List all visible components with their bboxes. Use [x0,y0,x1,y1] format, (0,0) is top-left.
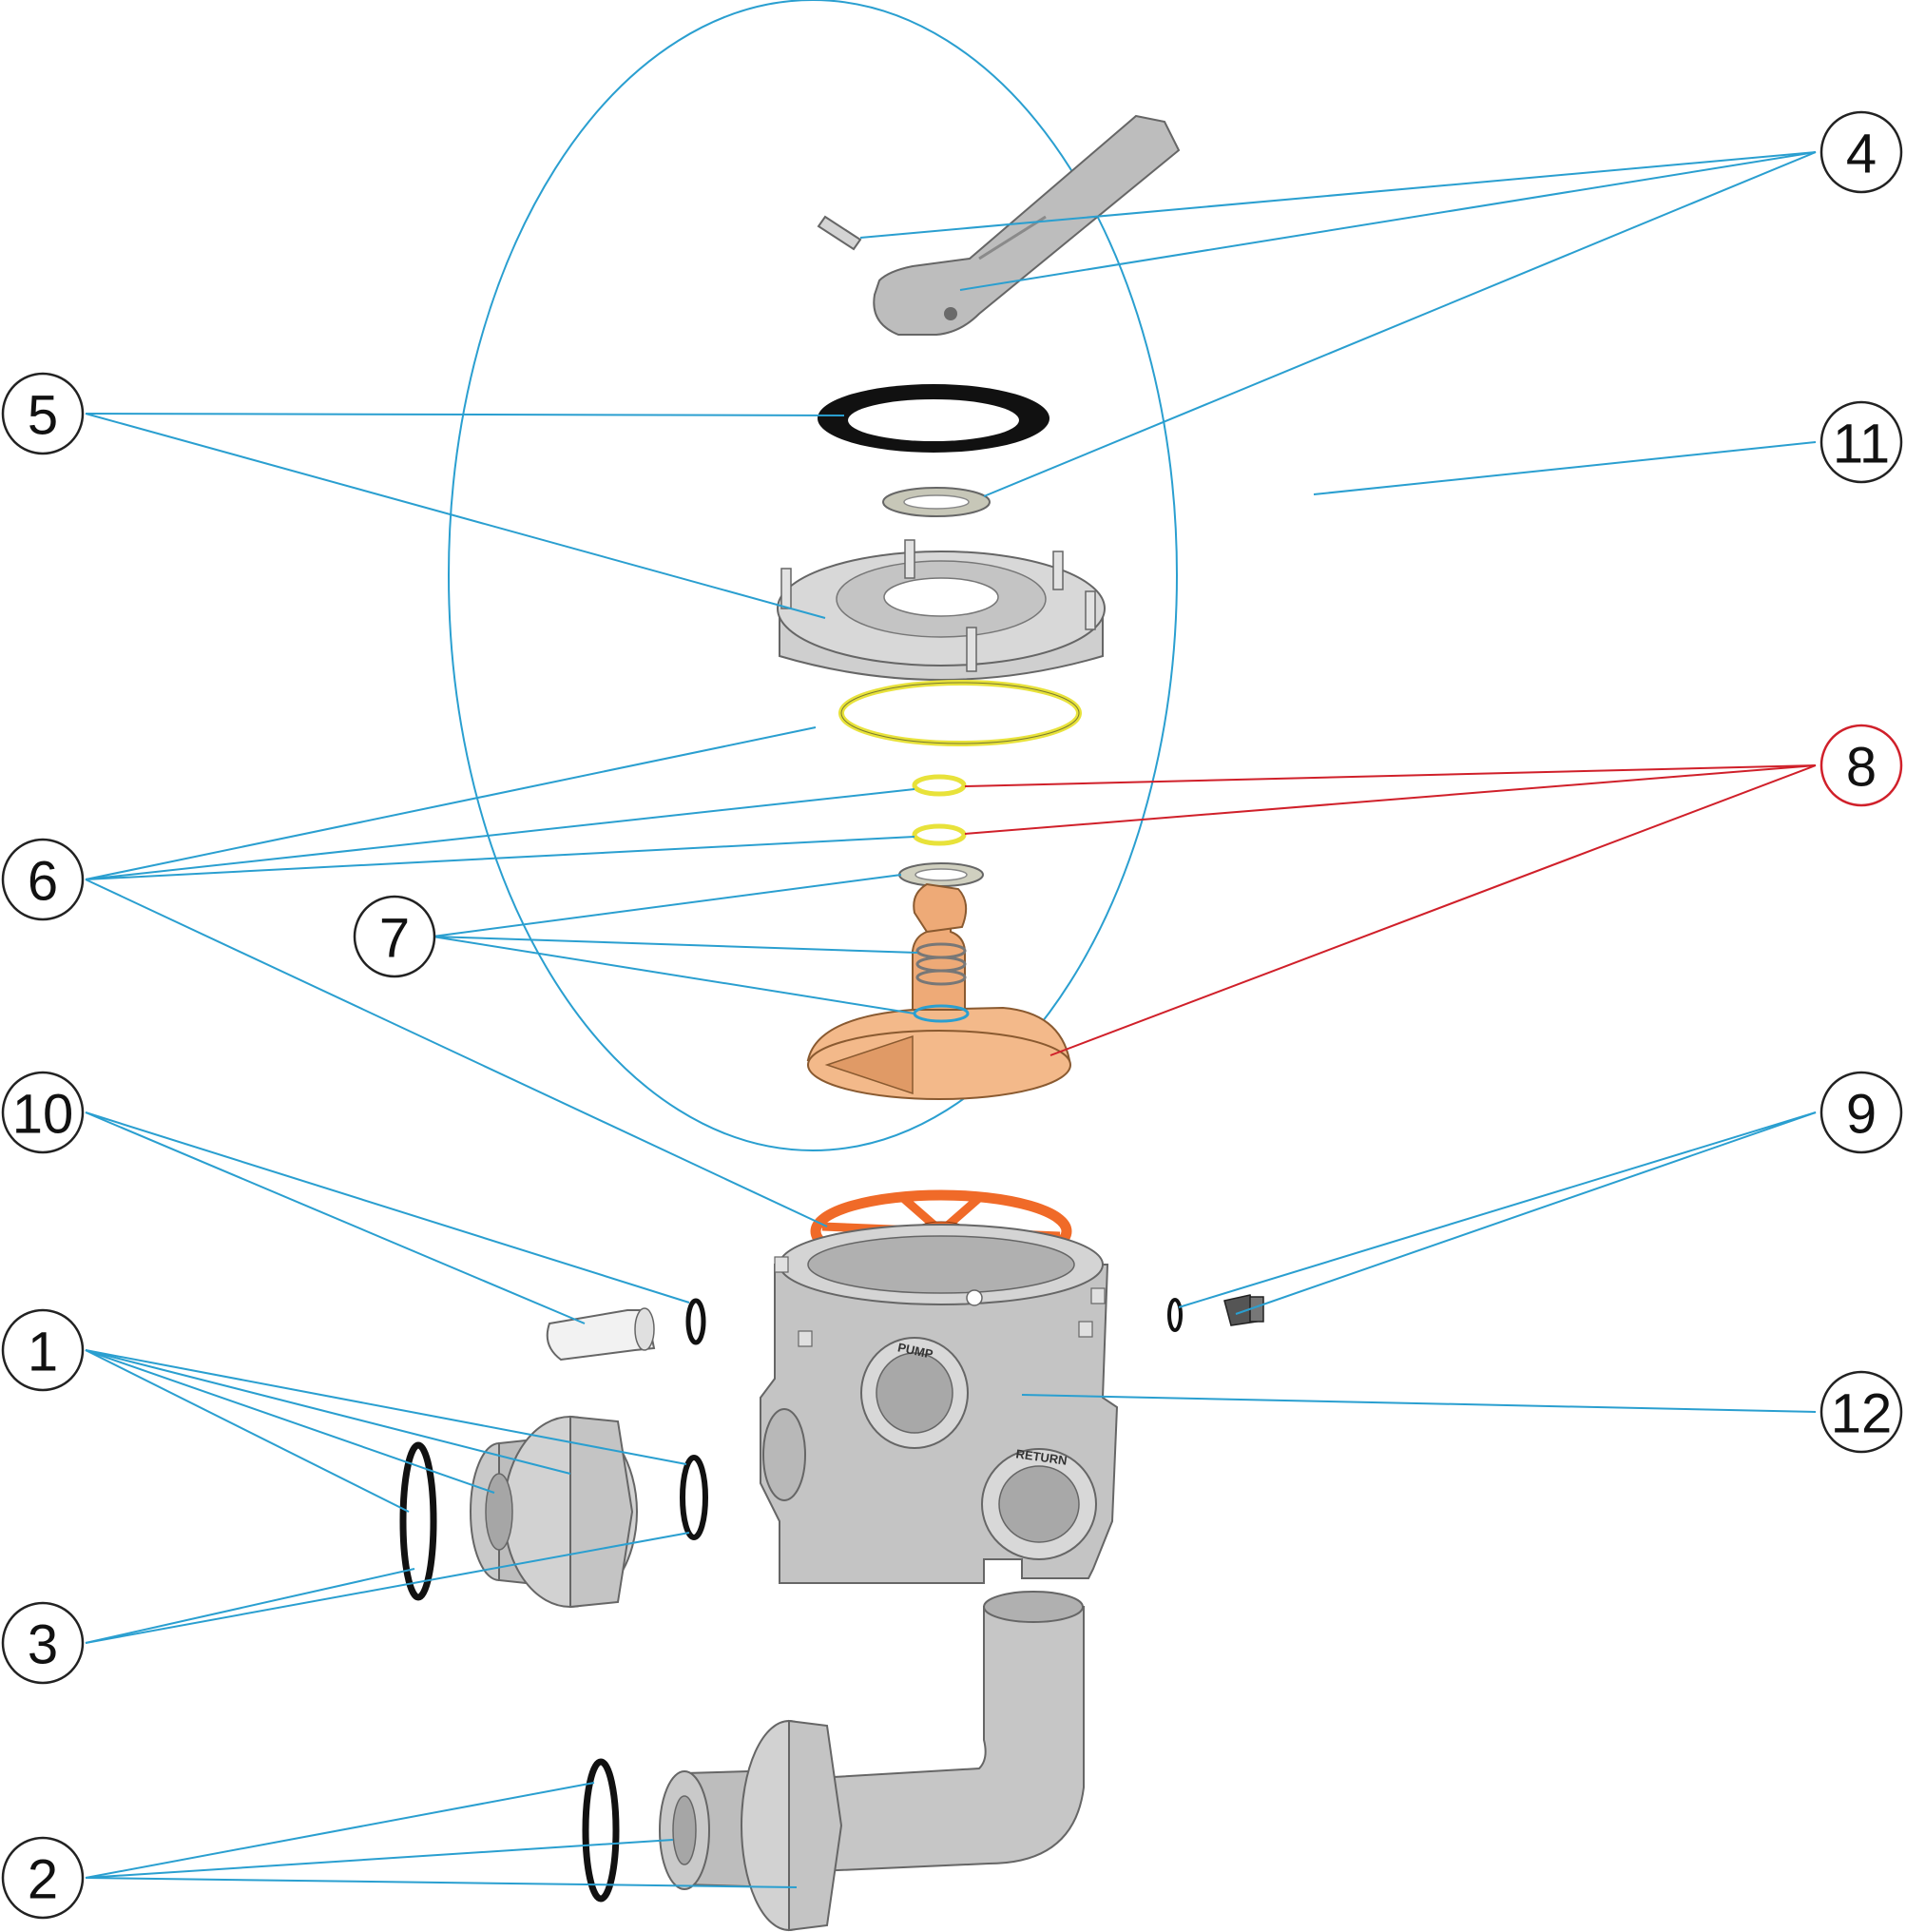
callout-3: 3 [1,1601,85,1685]
valve-rotor [806,882,1071,1100]
callout-12-label: 12 [1831,1383,1893,1445]
valve-cover [777,539,1106,681]
callout-11: 11 [1819,400,1903,484]
callout-8-label: 8 [1846,737,1877,799]
callout-2: 2 [1,1836,85,1920]
upper-assembly-ellipse [448,0,1178,1151]
callout-7-label: 7 [379,908,410,970]
callout-3-label: 3 [28,1614,58,1676]
handle-pin [817,215,862,251]
callout-4-label: 4 [1846,124,1877,185]
union-fitting-2 [659,1719,843,1932]
handle-washer [882,487,991,517]
callout-9: 9 [1819,1071,1903,1154]
rotor-washer [898,862,984,887]
callout-6-label: 6 [28,851,58,913]
callout-1-label: 1 [28,1322,58,1383]
sight-glass-o-ring [685,1298,706,1345]
cover-gasket [818,384,1049,453]
elbow-pipe [817,1591,1085,1873]
return-port-label: RETURN [1015,1446,1069,1467]
callout-9-label: 9 [1846,1084,1877,1146]
sight-glass [546,1307,656,1362]
callout-8: 8 [1819,724,1903,807]
callout-5-label: 5 [28,385,58,447]
callout-11-label: 11 [1833,414,1890,475]
shaft-o-ring-upper [912,774,967,797]
elbow-o-ring [582,1758,620,1903]
union-fitting-1 [470,1415,638,1609]
callout-10: 10 [1,1071,85,1154]
callout-4: 4 [1819,110,1903,194]
callout-12: 12 [1819,1370,1903,1454]
callout-10-label: 10 [12,1084,74,1146]
union-o-ring-right [680,1455,708,1540]
callout-7: 7 [353,895,436,978]
shaft-o-ring-lower [912,823,967,846]
drain-plug-o-ring [1167,1298,1183,1332]
valve-body: PUMP RETURN [760,1224,1119,1584]
callout-5: 5 [1,372,85,455]
drain-plug [1223,1294,1264,1326]
leader-lines [85,151,1817,1888]
union-o-ring-left [399,1441,437,1601]
callout-2-label: 2 [28,1849,58,1911]
callout-6: 6 [1,838,85,921]
valve-handle [873,114,1181,336]
callout-1: 1 [1,1308,85,1392]
